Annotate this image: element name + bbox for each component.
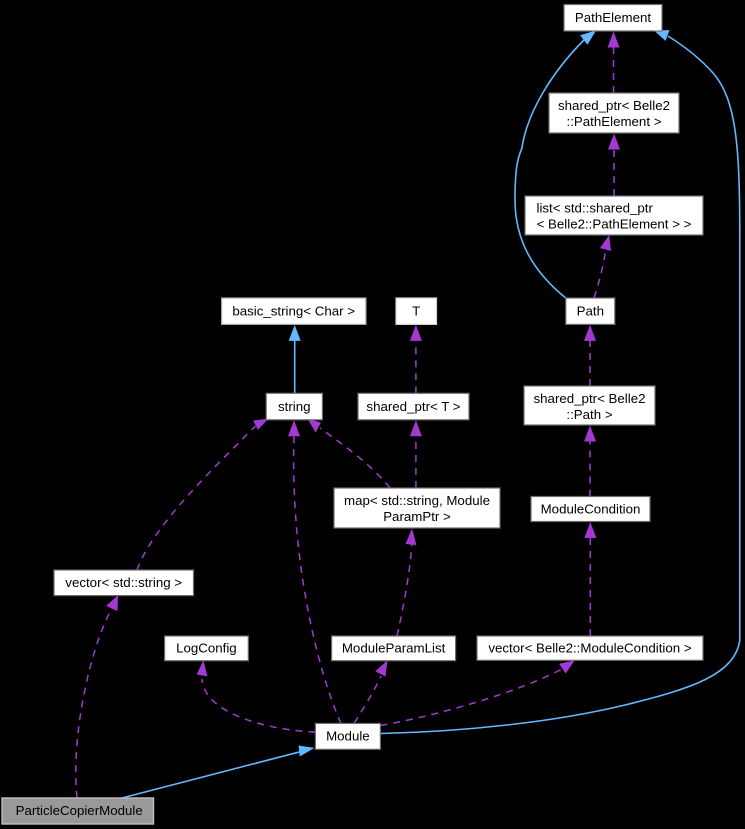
svg-text:map< std::string, Module: map< std::string, Module bbox=[344, 493, 490, 508]
svg-text:< Belle2::PathElement > >: < Belle2::PathElement > > bbox=[537, 217, 692, 232]
svg-text:shared_ptr< Belle2: shared_ptr< Belle2 bbox=[534, 391, 646, 406]
svg-text:shared_ptr< Belle2: shared_ptr< Belle2 bbox=[558, 98, 670, 113]
svg-text:PathElement: PathElement bbox=[575, 10, 651, 25]
svg-text:::Path >: ::Path > bbox=[566, 407, 612, 422]
svg-text:vector< Belle2::ModuleConditio: vector< Belle2::ModuleCondition > bbox=[488, 641, 692, 656]
svg-text:ModuleCondition: ModuleCondition bbox=[541, 501, 641, 516]
svg-text:string: string bbox=[278, 399, 311, 414]
svg-text:vector< std::string >: vector< std::string > bbox=[65, 575, 182, 590]
svg-text:basic_string< Char >: basic_string< Char > bbox=[232, 304, 355, 319]
svg-text:Module: Module bbox=[326, 729, 370, 744]
svg-text:list< std::shared_ptr: list< std::shared_ptr bbox=[537, 201, 654, 216]
svg-text:ModuleParamList: ModuleParamList bbox=[342, 641, 446, 656]
svg-text:LogConfig: LogConfig bbox=[176, 641, 237, 656]
svg-text:Path: Path bbox=[577, 304, 604, 319]
svg-text:T: T bbox=[412, 304, 420, 319]
svg-text:ParamPtr >: ParamPtr > bbox=[383, 509, 451, 524]
svg-text:::PathElement >: ::PathElement > bbox=[567, 114, 662, 129]
svg-text:ParticleCopierModule: ParticleCopierModule bbox=[16, 803, 143, 818]
svg-text:shared_ptr< T >: shared_ptr< T > bbox=[366, 399, 460, 414]
